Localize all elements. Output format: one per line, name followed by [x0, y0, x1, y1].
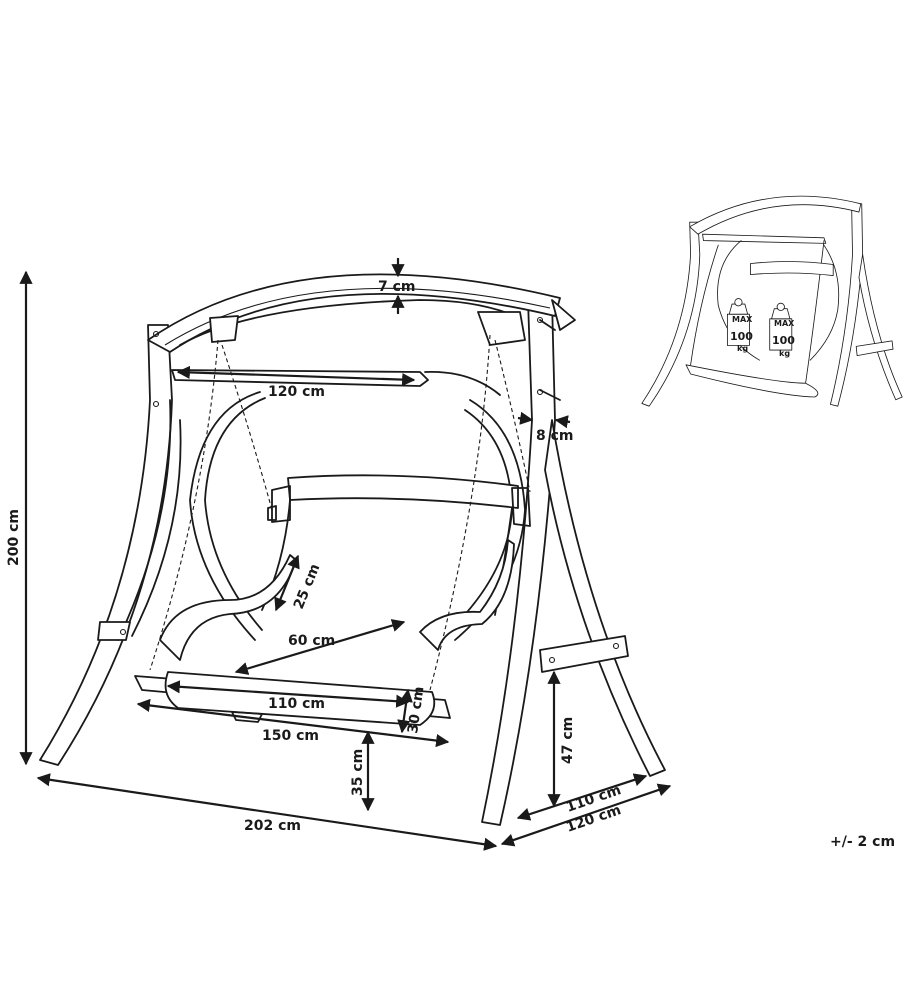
label-seat-cushion-height: 30 cm	[405, 686, 427, 735]
label-total-height: 200 cm	[6, 509, 22, 566]
label-post-thickness: 8 cm	[536, 428, 574, 444]
right-armrest	[419, 539, 515, 651]
left-base-beam	[97, 621, 131, 641]
label-seat-depth: 60 cm	[288, 633, 335, 649]
right-chain-b	[494, 339, 531, 493]
label-top-beam-width: 120 cm	[268, 384, 325, 400]
seat-back-frame	[189, 391, 266, 641]
weight-left-max: MAX	[732, 315, 753, 324]
left-leg	[39, 324, 173, 766]
weight-right-max: MAX	[774, 319, 795, 328]
swing-seat	[134, 334, 531, 726]
weight-left-unit: kg	[737, 344, 748, 353]
right-base-beam	[539, 635, 629, 673]
right-leg	[481, 299, 556, 826]
left-armrest	[159, 554, 297, 661]
label-seat-height: 35 cm	[350, 749, 366, 796]
weight-right-unit: kg	[779, 349, 790, 358]
top-arch	[147, 273, 561, 353]
dimension-lines	[19, 258, 672, 851]
weight-right-value: 100	[772, 334, 795, 347]
label-base-beam-height: 47 cm	[560, 717, 576, 764]
label-seat-width: 110 cm	[268, 696, 325, 712]
label-total-length: 202 cm	[244, 818, 301, 834]
right-chain-a	[429, 334, 491, 691]
weight-left-value: 100	[730, 330, 753, 343]
thumbnail-weight-labels: MAX 100 kg MAX 100 kg	[730, 315, 795, 358]
left-rear-leg	[117, 399, 182, 641]
label-armrest-height: 25 cm	[291, 562, 324, 612]
left-chain-b	[221, 344, 273, 511]
backrest	[287, 474, 519, 509]
label-tolerance: +/- 2 cm	[830, 834, 895, 850]
label-arch-thickness: 7 cm	[378, 279, 416, 295]
right-rear-leg	[544, 419, 666, 777]
thumbnail-drawing	[641, 195, 903, 407]
label-total-seat-width: 150 cm	[262, 728, 319, 744]
